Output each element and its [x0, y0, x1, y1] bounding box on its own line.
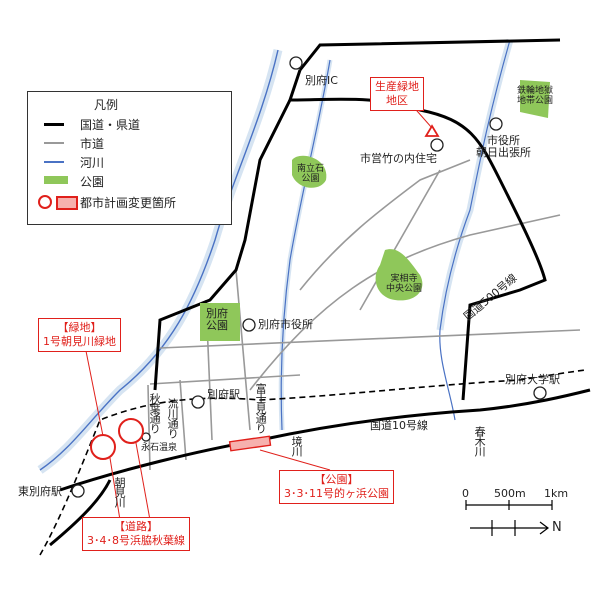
- river-sakai: [280, 59, 331, 431]
- label-seisan-ryokuchi: 生産緑地 地区: [370, 77, 424, 111]
- callout-road: 【道路】 3･4･8号浜脇秋葉線: [82, 517, 190, 551]
- city-road-3: [299, 159, 471, 291]
- label-higashi-beppu-station: 東別府駅: [18, 485, 62, 498]
- label-beppu-ic: 別府IC: [305, 74, 338, 87]
- park-tetsurin: [520, 80, 550, 118]
- legend-label-city-road: 市道: [80, 137, 105, 151]
- change-road-circle: [118, 418, 144, 444]
- city-road-4: [235, 269, 251, 431]
- callout-ryokuchi: 【緑地】 1号朝見川緑地: [38, 318, 121, 352]
- road-route500: [287, 69, 547, 401]
- scale-tick-1km: 1km: [544, 487, 569, 500]
- road-west: [49, 479, 112, 547]
- label-beppu-station: 別府駅: [207, 388, 240, 401]
- city-road-7: [179, 379, 187, 461]
- city-road-6: [147, 384, 151, 471]
- legend-label-road: 国道・県道: [80, 118, 141, 132]
- label-minami-tateishi-park: 南立石 公園: [297, 164, 325, 184]
- label-asami-river: 朝見川: [113, 477, 127, 507]
- legend-swatch-road: [44, 123, 64, 126]
- label-haruki-river: 春木川: [473, 426, 487, 456]
- legend-swatch-park: [44, 176, 68, 184]
- north-label: N: [552, 520, 562, 535]
- city-road-9: [359, 169, 441, 311]
- legend-swatch-change-hatch: [56, 196, 78, 210]
- railway-line: [39, 369, 586, 556]
- marker-ichiei: [430, 138, 444, 152]
- legend-label-change: 都市計画変更箇所: [80, 196, 177, 210]
- change-leader-ryokuchi: [84, 345, 104, 437]
- label-ichiei-takenouchi: 市営竹の内住宅: [360, 152, 437, 165]
- road-route10: [59, 388, 591, 492]
- river-haruki: [439, 39, 511, 421]
- label-shiyakusho-asahi: 市役所 朝日出張所: [476, 134, 531, 160]
- marker-beppu-city-office: [242, 318, 256, 332]
- change-park-hatch: [228, 435, 272, 452]
- legend-swatch-change-circle: [38, 195, 52, 209]
- park-minami-tateishi: [292, 155, 327, 188]
- change-leader-park: [259, 449, 331, 471]
- city-road-1: [159, 329, 581, 349]
- city-road-8: [149, 374, 301, 385]
- label-route10: 国道10号線: [370, 419, 428, 432]
- marker-beppu-ic: [289, 56, 303, 70]
- scale-tick-0: 0: [462, 487, 469, 500]
- label-nagarekawa-dori: 流川通り: [166, 398, 180, 438]
- river-asami: [39, 49, 279, 471]
- park-jissoji: [375, 249, 423, 301]
- change-ryokuchi-circle: [90, 434, 116, 460]
- legend-label-river: 河川: [80, 156, 105, 170]
- road-north: [298, 38, 561, 71]
- city-road-2: [249, 214, 561, 391]
- label-sakai-river: 境川: [290, 436, 304, 456]
- label-beppu-daigaku-station: 別府大学駅: [505, 373, 560, 386]
- river-channel-mid: [278, 59, 333, 431]
- change-leader-road-a: [109, 457, 121, 521]
- marker-higashi-beppu: [71, 484, 85, 498]
- label-tetsurin-park: 鉄輪地獄 地帯公園: [517, 86, 554, 106]
- label-akiba-dori: 秋葉通り: [148, 393, 162, 433]
- change-leader-road-b: [135, 442, 151, 521]
- legend-swatch-river: [44, 161, 64, 163]
- label-beppu-city-office: 別府市役所: [258, 318, 313, 331]
- marker-shiyakusho-asahi: [489, 117, 503, 131]
- label-beppu-park: 別府 公園: [206, 307, 228, 333]
- legend-label-park: 公園: [80, 175, 105, 189]
- label-nagaishi-onsen: 永石温泉: [141, 443, 178, 453]
- marker-beppu-daigaku: [533, 386, 547, 400]
- label-jissoji-park: 実相寺 中央公園: [386, 274, 423, 294]
- north-arrow: [470, 520, 549, 536]
- legend-swatch-city-road: [44, 142, 64, 144]
- legend-title: 凡例: [94, 98, 119, 112]
- marker-beppu-station: [191, 395, 205, 409]
- callout-park: 【公園】 3･3･11号的ヶ浜公園: [279, 470, 394, 504]
- road-beppu-ic: [153, 99, 292, 391]
- change-seisan-triangle: [424, 124, 440, 137]
- label-fujimi-dori: 富士見通り: [254, 383, 268, 433]
- scale-tick-500m: 500m: [494, 487, 526, 500]
- legend: 凡例 国道・県道 市道 河川 公園 都市計画変更箇所: [27, 91, 232, 225]
- park-beppu: [200, 303, 240, 341]
- scale-bar: [465, 500, 553, 510]
